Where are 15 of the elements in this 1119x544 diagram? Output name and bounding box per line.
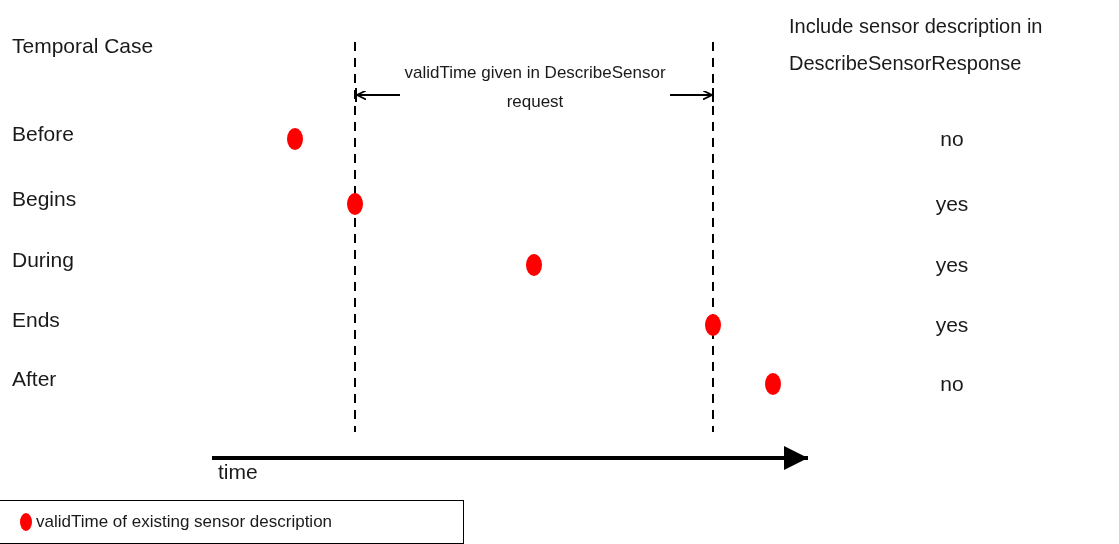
column-header: Temporal Case	[12, 33, 154, 59]
axis-label: time	[218, 459, 258, 485]
legend-text: validTime of existing sensor description	[36, 511, 333, 534]
result-label: no	[939, 371, 965, 397]
result-label: yes	[934, 191, 970, 217]
case-label: During	[12, 247, 74, 273]
case-label: After	[12, 366, 57, 392]
dimension-label: validTime given in DescribeSensor request	[404, 62, 666, 113]
case-label: Before	[12, 121, 74, 147]
result-label: yes	[934, 252, 970, 278]
result-label: no	[939, 126, 965, 152]
result-label: yes	[934, 312, 970, 338]
case-label: Begins	[12, 186, 77, 212]
case-label: Ends	[12, 307, 60, 333]
column-header: Include sensor description in DescribeSensorResponse	[789, 14, 1044, 76]
